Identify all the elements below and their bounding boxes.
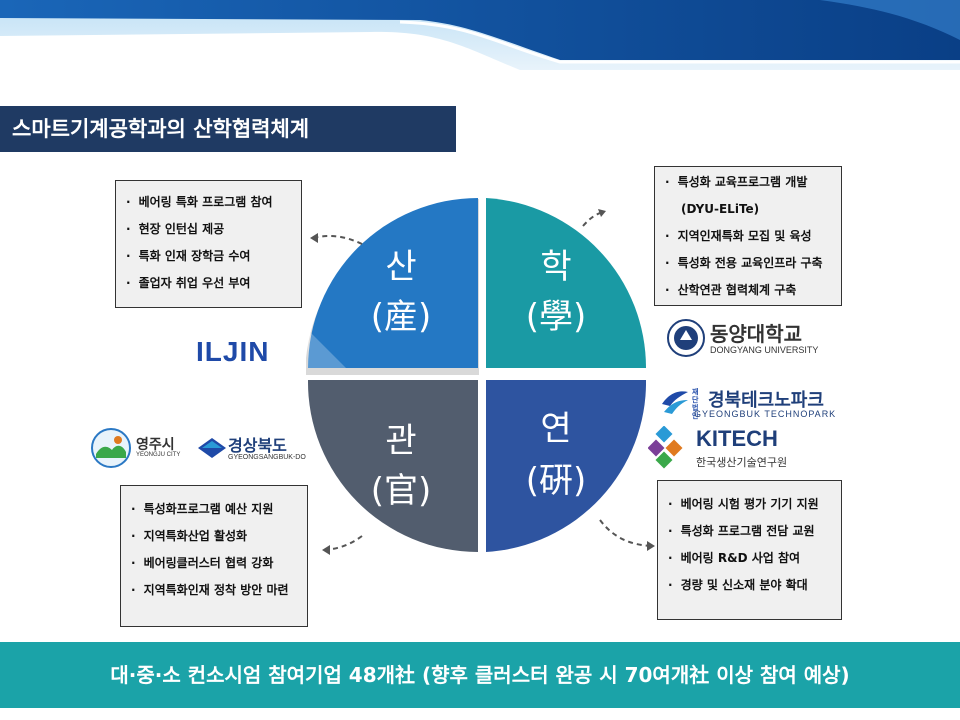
dongyang-name-kr: 동양대학교 — [710, 322, 802, 346]
research-item: 특성화 프로그램 전담 교원 — [668, 518, 831, 545]
government-info-box: 특성화프로그램 예산 지원 지역특화산업 활성화 베어링클러스터 협력 강화 지… — [120, 485, 308, 627]
technopark-wing-icon — [662, 391, 688, 414]
quadrant-government-hanja: (官) — [371, 471, 432, 511]
top-banner — [0, 0, 960, 70]
quadrant-government — [307, 380, 478, 552]
industry-item: 현장 인턴십 제공 — [126, 216, 291, 243]
kitech-name: KITECH — [696, 426, 778, 451]
quadrant-research-char: 연 — [540, 409, 571, 449]
dongyang-emblem-icon — [667, 319, 705, 357]
quadrant-industry-char: 산 — [385, 247, 416, 287]
quadrant-diagram: 산 (産) 학 (學) 관 (官) 연 (硏) — [306, 198, 646, 552]
quadrant-research-hanja: (硏) — [526, 461, 587, 501]
research-item: 베어링 시험 평가 기기 지원 — [668, 491, 831, 518]
quadrant-industry-hanja: (産) — [371, 297, 432, 337]
gyeongbuk-name-en: GYEONGSANGBUK-DO — [228, 454, 306, 461]
industry-item: 졸업자 취업 우선 부여 — [126, 270, 291, 297]
kitech-symbol-icon — [648, 426, 683, 469]
arrow-research — [599, 519, 653, 547]
yeongju-emblem-icon — [91, 428, 131, 468]
gyeongbuk-symbol-icon — [198, 438, 226, 458]
academia-item: 특성화 전용 교육인프라 구축 — [665, 250, 831, 277]
dongyang-name-en: DONGYANG UNIVERSITY — [710, 345, 819, 355]
research-item: 경량 및 신소재 분야 확대 — [668, 572, 831, 599]
academia-item: 산학연관 협력체계 구축 — [665, 277, 831, 304]
government-item: 베어링클러스터 협력 강화 — [131, 550, 297, 577]
government-item: 지역특화인재 정착 방안 마련 — [131, 577, 297, 604]
iljin-logo: ILJIN — [196, 336, 269, 368]
academia-item: (DYU-ELiTe) — [681, 202, 760, 216]
quadrant-industry — [308, 198, 478, 368]
government-item: 지역특화산업 활성화 — [131, 523, 297, 550]
quadrant-research — [486, 380, 646, 552]
yeongju-name-kr: 영주시 — [136, 437, 175, 453]
industry-item: 베어링 특화 프로그램 참여 — [126, 189, 291, 216]
gyeongbuk-name-kr: 경상북도 — [228, 436, 287, 455]
quadrant-government-char: 관 — [385, 421, 416, 461]
kitech-logo: KITECH 한국생산기술연구원 — [648, 426, 808, 472]
arrow-industry — [311, 235, 363, 245]
footer-banner: 대·중·소 컨소시엄 참여기업 48개社 (향후 클러스터 완공 시 70여개社… — [0, 642, 960, 708]
yeongju-city-logo: 영주시 YEONGJU CITY — [90, 428, 190, 468]
technopark-name-en: GYEONGBUK TECHNOPARK — [694, 409, 837, 419]
technopark-name-kr: 경북테크노파크 — [708, 390, 824, 411]
iljin-logo-text: ILJIN — [196, 336, 270, 367]
dongyang-university-logo: 동양대학교 DONGYANG UNIVERSITY — [666, 318, 826, 360]
academia-info-box: 특성화 교육프로그램 개발 (DYU-ELiTe) 지역인재특화 모집 및 육성… — [654, 166, 842, 306]
gyeongbuk-technopark-logo: 재단법인 경북테크노파크 GYEONGBUK TECHNOPARK — [660, 386, 840, 420]
industry-item: 특화 인재 장학금 수여 — [126, 243, 291, 270]
kitech-name-kr: 한국생산기술연구원 — [696, 456, 788, 469]
research-info-box: 베어링 시험 평가 기기 지원 특성화 프로그램 전담 교원 베어링 R&D 사… — [657, 480, 842, 620]
academia-item: 지역인재특화 모집 및 육성 — [665, 223, 831, 250]
research-item: 베어링 R&D 사업 참여 — [668, 545, 831, 572]
industry-info-box: 베어링 특화 프로그램 참여 현장 인턴십 제공 특화 인재 장학금 수여 졸업… — [115, 180, 302, 308]
academia-item: 특성화 교육프로그램 개발 — [665, 169, 831, 196]
quadrant-academia — [486, 198, 646, 368]
yeongju-name-en: YEONGJU CITY — [136, 452, 181, 458]
government-item: 특성화프로그램 예산 지원 — [131, 496, 297, 523]
page-title: 스마트기계공학과의 산학협력체계 — [0, 106, 456, 152]
quadrant-academia-hanja: (學) — [526, 297, 587, 337]
gyeongbuk-province-logo: 경상북도 GYEONGSANGBUK-DO — [198, 432, 308, 468]
quadrant-academia-char: 학 — [540, 247, 571, 287]
technopark-prefix: 재단법인 — [692, 388, 699, 420]
